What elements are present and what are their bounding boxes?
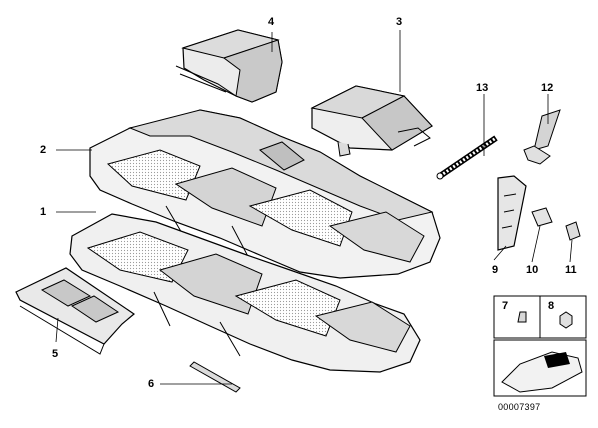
part-1-seat-cushion[interactable] xyxy=(69,213,421,373)
inset-vehicle-locator xyxy=(493,339,587,397)
part-2-backrest[interactable] xyxy=(89,109,441,279)
part-12-strap[interactable] xyxy=(523,109,561,165)
part-9-guide-bracket[interactable] xyxy=(497,175,527,251)
callout-12[interactable]: 12 xyxy=(541,82,554,94)
callout-7[interactable]: 7 xyxy=(502,300,509,312)
part-4-armrest-cushion[interactable] xyxy=(175,29,283,103)
part-11-clip-nut[interactable] xyxy=(565,221,581,241)
part-7-screw-icon xyxy=(517,311,527,323)
part-6-rod[interactable] xyxy=(189,361,241,393)
part-8-nut-icon xyxy=(559,311,573,329)
callout-11[interactable]: 11 xyxy=(565,264,577,276)
callout-5[interactable]: 5 xyxy=(52,348,59,360)
document-number: 00007397 xyxy=(498,402,541,412)
inset-fasteners xyxy=(493,295,587,339)
callout-1[interactable]: 1 xyxy=(40,206,47,218)
callout-13[interactable]: 13 xyxy=(476,82,489,94)
part-13-spring[interactable] xyxy=(436,135,498,180)
part-5-base-tray[interactable] xyxy=(15,267,135,355)
callout-10[interactable]: 10 xyxy=(526,264,539,276)
callout-8[interactable]: 8 xyxy=(548,300,555,312)
callout-6[interactable]: 6 xyxy=(148,378,155,390)
callout-9[interactable]: 9 xyxy=(492,264,499,276)
callout-4[interactable]: 4 xyxy=(268,16,275,28)
callout-3[interactable]: 3 xyxy=(396,16,403,28)
callout-2[interactable]: 2 xyxy=(40,144,47,156)
part-10-clip[interactable] xyxy=(531,207,553,227)
part-3-center-armrest[interactable] xyxy=(310,85,433,157)
leader-lines xyxy=(55,30,573,385)
